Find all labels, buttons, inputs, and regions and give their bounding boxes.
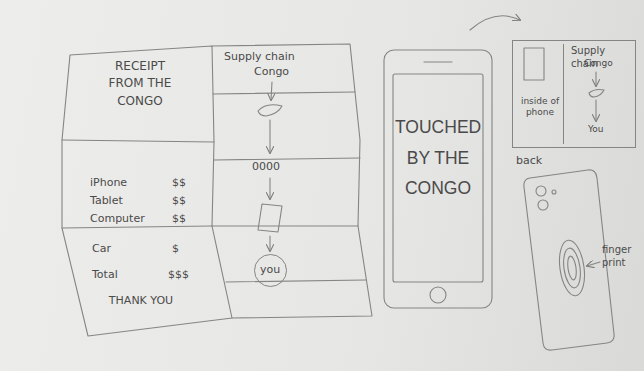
receipt-fold	[62, 140, 214, 142]
phone-back: back	[512, 152, 612, 352]
item-price: $$	[172, 194, 186, 208]
receipt-title: RECEIPT FROM THE CONGO	[101, 58, 179, 110]
fingerprint	[561, 247, 582, 289]
phone-screen	[393, 74, 483, 282]
chain-panel-outline	[212, 44, 372, 318]
curved-arrow	[470, 16, 520, 30]
chain-panel-fold	[213, 92, 355, 94]
you-circle: you	[254, 254, 287, 287]
box-label: inside of phone	[518, 96, 562, 119]
item-price: $$	[172, 212, 186, 226]
chain-step: Congo	[584, 58, 613, 69]
receipt-outline	[62, 46, 232, 336]
chain-step: Congo	[254, 65, 289, 79]
chain-arrow	[595, 72, 596, 86]
phone-back-outline	[524, 170, 614, 350]
leader-arrow	[587, 262, 600, 266]
phone-home-button	[430, 287, 446, 303]
chain-arrow	[269, 236, 270, 251]
item-price: $$	[172, 176, 186, 190]
chain-panel-fold	[212, 225, 358, 226]
phone-inside-box: inside of phone	[516, 44, 564, 144]
mineral-sketch	[258, 105, 282, 116]
view-label: back	[516, 154, 576, 168]
supply-chain-panel: Supply chain you	[214, 46, 358, 316]
item-name: iPhone	[90, 176, 127, 190]
item-price: $	[172, 242, 179, 256]
mineral-sketch	[589, 89, 604, 97]
callout-label: finger print	[602, 244, 638, 269]
item-name: Tablet	[90, 194, 123, 208]
mini-panel: Supply chaininside of phone	[512, 40, 636, 148]
fingerprint	[566, 256, 577, 281]
chain-arrow	[271, 82, 272, 100]
screen-slogan: TOUCHED BY THE CONGO	[395, 112, 481, 204]
receipt-fold	[62, 226, 212, 228]
node-label: you	[260, 263, 280, 277]
camera-lens	[536, 186, 546, 196]
device-sketch	[258, 204, 282, 232]
phone-screen-text: TOUCHED BY THE CONGO	[393, 76, 483, 280]
chain-step: You	[588, 124, 604, 135]
phone-part-sketch	[524, 48, 544, 80]
thank-you-note: THANK YOU	[94, 294, 188, 308]
chain-arrow	[269, 178, 270, 199]
total-price: $$$	[168, 268, 189, 282]
chain-arrow	[595, 100, 596, 121]
chain-arrow	[269, 120, 270, 153]
fingerprint	[556, 239, 588, 298]
chain-panel-fold	[226, 280, 366, 282]
item-name: Computer	[90, 212, 145, 226]
item-name: Car	[92, 242, 111, 256]
camera-lens	[538, 200, 548, 210]
receipt-panel: RECEIPT FROM THE CONGO THANK YOU	[66, 52, 212, 328]
camera-flash	[552, 190, 556, 194]
phone-speaker	[424, 61, 452, 62]
chain-panel-fold	[214, 158, 360, 160]
panel-heading: Supply chain	[224, 50, 344, 64]
total-label: Total	[92, 268, 118, 282]
chain-step: 0000	[252, 160, 280, 174]
phone-front-outline	[384, 50, 492, 308]
